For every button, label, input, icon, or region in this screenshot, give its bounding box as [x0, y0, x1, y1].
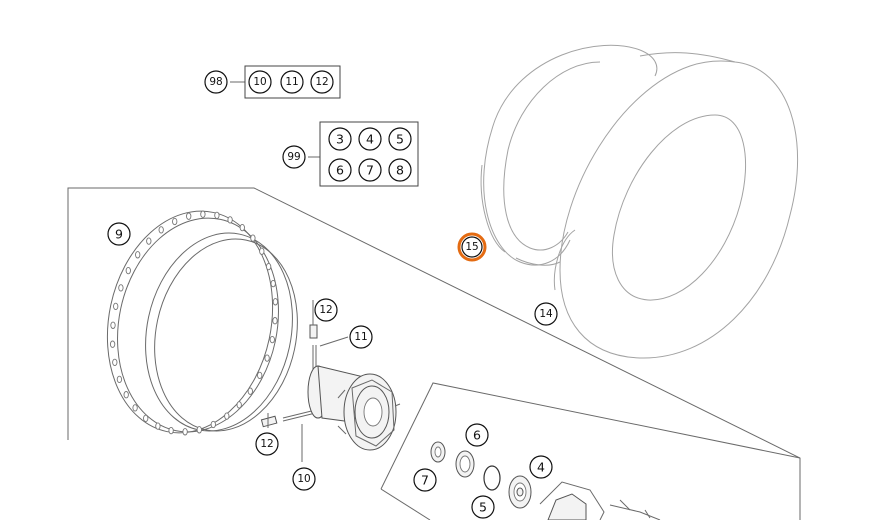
rim-spoke-hole: [265, 262, 272, 271]
callout-bearing[interactable]: 4: [529, 455, 553, 479]
callout-tube[interactable]: 15: [457, 232, 487, 262]
callout-circlip[interactable]: 5: [471, 495, 495, 519]
rim-spoke-hole: [247, 387, 253, 395]
rim-spoke-hole: [172, 217, 178, 226]
rim-spoke-hole: [272, 317, 278, 325]
kit-99-part-5: 5: [396, 132, 404, 147]
svg-text:11: 11: [354, 331, 367, 343]
svg-text:6: 6: [473, 428, 481, 443]
rim-spoke-hole: [200, 210, 206, 218]
svg-text:4: 4: [537, 460, 545, 475]
rim-spoke-hole: [155, 422, 161, 430]
kit-98-part-3: 12: [315, 76, 328, 88]
rim-spoke-hole: [236, 401, 242, 409]
rim-spoke-hole: [168, 426, 174, 435]
kit-99-part-6: 6: [336, 163, 344, 178]
spoke-nipple-bottom: [260, 415, 278, 428]
kit-98-group: 98 10 11 12: [204, 65, 341, 99]
highlight-ring: [457, 232, 487, 262]
callout-99-circle: [282, 145, 306, 169]
rim-spoke-hole: [132, 404, 138, 412]
kit-99-part-4: 4: [366, 132, 374, 147]
callout-98-circle: [204, 70, 228, 94]
rim-spoke-hole: [214, 211, 220, 220]
rim-spoke-hole: [112, 358, 118, 367]
rim-spoke-hole: [250, 234, 256, 242]
svg-text:15: 15: [465, 241, 478, 253]
callout-spacer[interactable]: 7: [413, 468, 437, 492]
rim-spoke-hole: [269, 335, 275, 344]
kit-99-group: 99 3 4 5 6 7 8: [282, 121, 419, 187]
svg-text:5: 5: [479, 500, 487, 515]
rim-spoke-hole: [118, 284, 124, 292]
rim-spoke-hole: [224, 412, 230, 420]
wheel-hub: [307, 365, 401, 451]
svg-text:7: 7: [421, 473, 429, 488]
rim-spoke-hole: [143, 414, 149, 423]
rim-spoke-hole: [270, 279, 276, 288]
inner-tube: [480, 44, 658, 266]
svg-text:14: 14: [539, 308, 553, 320]
svg-text:12: 12: [319, 304, 332, 316]
kit-98-part-1: 10: [253, 76, 266, 88]
leader-lines: [230, 81, 320, 158]
svg-text:12: 12: [260, 438, 273, 450]
rim-spoke-hole: [259, 247, 265, 255]
svg-text:9: 9: [115, 227, 123, 242]
callout-spoke-bottom[interactable]: 10: [292, 467, 316, 491]
callout-spoke-top[interactable]: 11: [349, 325, 373, 349]
rim-spoke-hole: [227, 216, 233, 224]
rim-spoke-hole: [272, 298, 279, 306]
callout-99: 99: [287, 151, 300, 163]
rim-spoke-hole: [239, 223, 245, 232]
spoke-nipple-top: [309, 324, 318, 339]
rim-spoke-hole: [257, 371, 263, 380]
callout-98: 98: [209, 76, 222, 88]
rim-spoke-hole: [182, 428, 188, 436]
kit-99-part-8: 8: [396, 163, 404, 178]
callout-spoke-nipple-bottom[interactable]: 12: [255, 432, 279, 456]
tire: [553, 52, 799, 359]
rim-spoke-hole: [110, 321, 116, 329]
rim-spoke-hole: [186, 212, 192, 220]
rim-spoke-hole: [116, 375, 123, 384]
rim-spoke-hole: [158, 226, 164, 234]
rim-spoke-hole: [109, 340, 116, 348]
hub-detail-panel-outline: [380, 382, 801, 490]
kit-99-part-7: 7: [366, 163, 374, 178]
rim-spoke-hole: [123, 391, 129, 399]
rim: [106, 210, 298, 436]
callout-rim[interactable]: 9: [107, 222, 131, 246]
rim-spoke-hole: [125, 266, 131, 275]
rim-spoke-hole: [210, 420, 216, 429]
rim-spoke-hole: [196, 426, 202, 434]
assembly-panel-outline: [67, 187, 801, 520]
circlip-part: [483, 465, 501, 491]
hub-detail-panel-edge: [380, 488, 431, 520]
rim-spoke-hole: [113, 302, 119, 311]
callout-tire[interactable]: 14: [534, 302, 558, 326]
rim-spoke-hole: [264, 354, 270, 362]
callout-seal[interactable]: 6: [465, 423, 489, 447]
hub-detail-parts: [430, 441, 661, 520]
rim-spoke-hole: [135, 251, 141, 259]
callout-spoke-nipple-top[interactable]: 12: [314, 298, 338, 322]
kit-99-part-3: 3: [336, 132, 344, 147]
rim-spoke-hole: [146, 237, 152, 245]
kit-98-part-2: 11: [285, 76, 298, 88]
svg-text:10: 10: [297, 473, 310, 485]
